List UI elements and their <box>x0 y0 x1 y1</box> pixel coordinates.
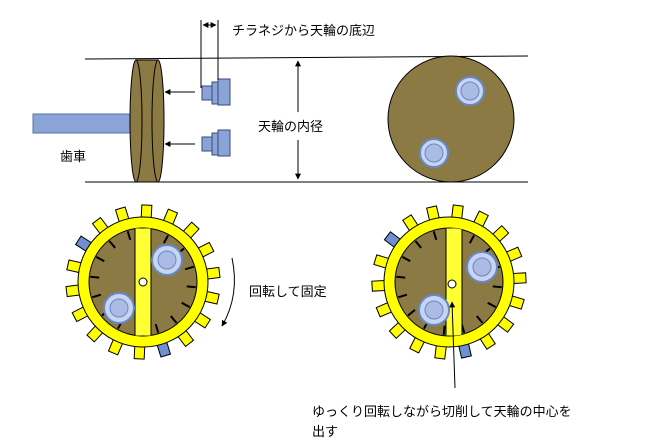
gear-tick <box>91 293 102 299</box>
label-cutting-line2: 出す <box>312 425 338 440</box>
gear-tick <box>492 285 502 289</box>
axle-shaft <box>32 113 136 134</box>
rotation-arrow <box>221 257 235 327</box>
gear-tick <box>407 309 416 317</box>
label-gear: 歯車 <box>60 150 86 165</box>
gear-tick <box>468 234 475 244</box>
bolt-head-upper <box>455 76 485 106</box>
label-cutting-line1: ゆっくり回転しながら切削して天輪の中心を <box>312 404 572 420</box>
gear-tick <box>414 240 422 249</box>
label-rotate-fix: 回転して固定 <box>249 285 327 300</box>
gear-tick <box>154 323 160 334</box>
gear-left <box>65 204 221 360</box>
gear-right <box>371 204 527 360</box>
gear-tick <box>126 230 132 241</box>
gear-tick <box>162 234 169 244</box>
gear-tick <box>487 301 497 308</box>
cutting-pointer-line <box>449 301 456 389</box>
gear-tick <box>397 293 408 299</box>
gear-tick <box>181 301 191 308</box>
gear-tick <box>95 256 105 263</box>
gear-tick <box>442 325 446 335</box>
gear-tick <box>396 275 406 279</box>
gear-tick <box>432 230 438 241</box>
bolt-head-lower <box>419 138 449 168</box>
gear-center-hole <box>447 279 457 289</box>
screw-lower <box>201 129 231 157</box>
gear-bolt-inner <box>109 298 129 318</box>
gear-tick <box>108 240 116 249</box>
gear-tick <box>90 275 100 279</box>
gear-tick <box>170 315 178 324</box>
side-view: チラネジから天輪の底辺 天輪の内径 歯車 <box>32 20 529 183</box>
gear-tick <box>184 265 195 271</box>
gear-bolt-inner <box>157 250 177 270</box>
gear-bolt-inner <box>424 300 444 320</box>
screw-upper <box>201 78 231 106</box>
gear-tick <box>401 256 411 263</box>
gear-tick <box>186 285 196 289</box>
balance-wheel-end-view <box>387 55 515 183</box>
label-screw-to-base: チラネジから天輪の底辺 <box>232 23 375 39</box>
gear-center-hole <box>138 277 148 287</box>
gear-bolt-inner <box>472 257 492 277</box>
label-inner-diameter: 天輪の内径 <box>258 119 323 135</box>
gear-disk-side <box>129 59 165 183</box>
gear-tick <box>476 315 484 324</box>
